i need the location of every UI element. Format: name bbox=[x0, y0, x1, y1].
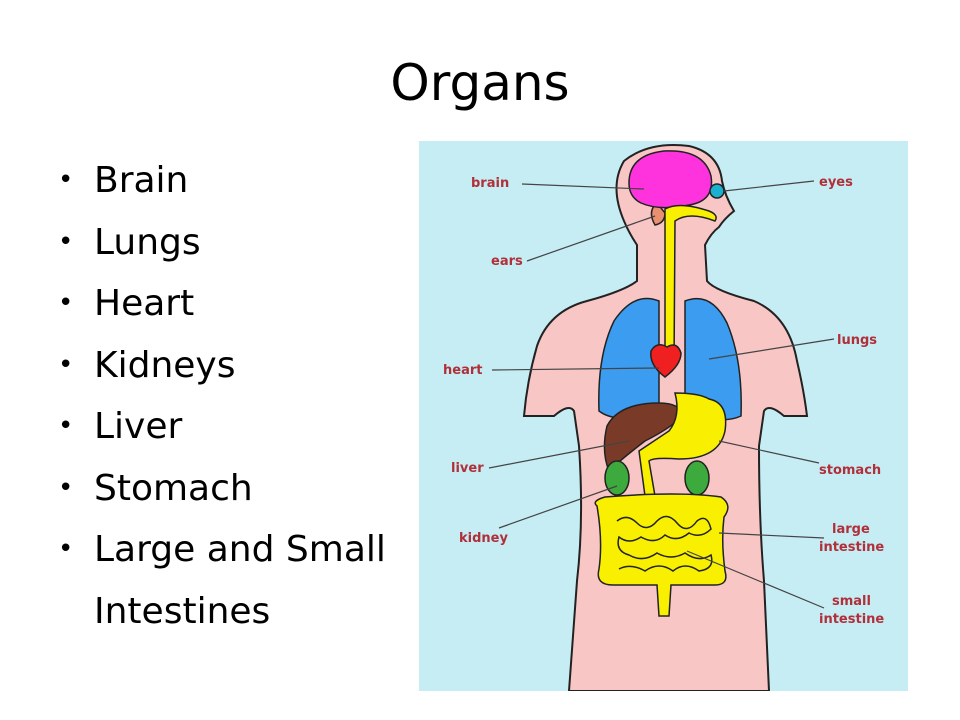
label-ears: ears bbox=[491, 254, 523, 269]
bullet-text: Brain bbox=[94, 160, 189, 201]
slide-title: Organs bbox=[390, 54, 570, 112]
bullet-text: Liver bbox=[94, 406, 183, 447]
organ-diagram-svg: brain eyes ears lungs heart liver stomac… bbox=[419, 141, 908, 691]
bullet-item: • Liver bbox=[56, 396, 386, 458]
bullet-dot-icon: • bbox=[58, 472, 74, 503]
bullet-dot-icon: • bbox=[58, 165, 74, 195]
kidney-left-shape bbox=[604, 460, 630, 496]
label-brain: brain bbox=[471, 176, 509, 191]
bullet-continuation: Intestines bbox=[56, 581, 386, 643]
bullet-text: Stomach bbox=[94, 467, 253, 509]
stomach-shape bbox=[638, 392, 727, 497]
bullet-text: Heart bbox=[94, 283, 195, 324]
bullet-item: • Large and Small bbox=[56, 519, 386, 581]
bullet-text: Kidneys bbox=[94, 344, 236, 386]
bullet-dot-icon: • bbox=[58, 411, 74, 441]
label-small-intestine-1: small bbox=[832, 594, 871, 609]
label-kidney: kidney bbox=[459, 531, 508, 546]
leader-line bbox=[491, 367, 660, 371]
leader-lines bbox=[488, 180, 835, 609]
bullet-item: • Kidneys bbox=[56, 335, 386, 397]
leader-line bbox=[718, 532, 825, 539]
bullet-item: • Brain bbox=[56, 150, 386, 212]
bullet-dot-icon: • bbox=[58, 534, 74, 564]
label-large-intestine-1: large bbox=[832, 522, 870, 537]
leader-line bbox=[521, 183, 645, 190]
leader-line bbox=[526, 215, 656, 262]
bullet-item: • Lungs bbox=[56, 212, 386, 274]
bullet-item: • Heart bbox=[56, 273, 386, 335]
heart-shape bbox=[650, 344, 682, 378]
organ-bullet-list: • Brain • Lungs • Heart • Kidneys • Liver • St… bbox=[56, 150, 386, 642]
label-lungs: lungs bbox=[837, 333, 877, 348]
brain-shape bbox=[628, 150, 713, 209]
leader-line bbox=[488, 440, 630, 469]
leader-line bbox=[708, 338, 835, 360]
bullet-dot-icon: • bbox=[58, 226, 74, 257]
label-eyes: eyes bbox=[819, 175, 853, 190]
bullet-dot-icon: • bbox=[58, 288, 74, 318]
bullet-text: Lungs bbox=[94, 221, 201, 263]
bullet-dot-icon: • bbox=[58, 349, 74, 380]
label-liver: liver bbox=[451, 461, 484, 476]
label-large-intestine-2: intestine bbox=[819, 540, 884, 555]
eye-shape bbox=[709, 183, 725, 199]
label-stomach: stomach bbox=[819, 463, 881, 478]
leader-line bbox=[723, 180, 815, 192]
bullet-continuation-text: Intestines bbox=[94, 590, 271, 632]
small-intestine-shape bbox=[616, 515, 713, 572]
kidney-right-shape bbox=[684, 460, 710, 496]
bullet-text: Large and Small bbox=[94, 529, 386, 570]
label-heart: heart bbox=[443, 363, 482, 378]
leader-line bbox=[498, 485, 618, 529]
leader-line bbox=[686, 550, 825, 609]
label-small-intestine-2: intestine bbox=[819, 612, 884, 627]
organ-diagram: brain eyes ears lungs heart liver stomac… bbox=[419, 141, 908, 691]
leader-line bbox=[718, 440, 820, 464]
bullet-item: • Stomach bbox=[56, 458, 386, 520]
